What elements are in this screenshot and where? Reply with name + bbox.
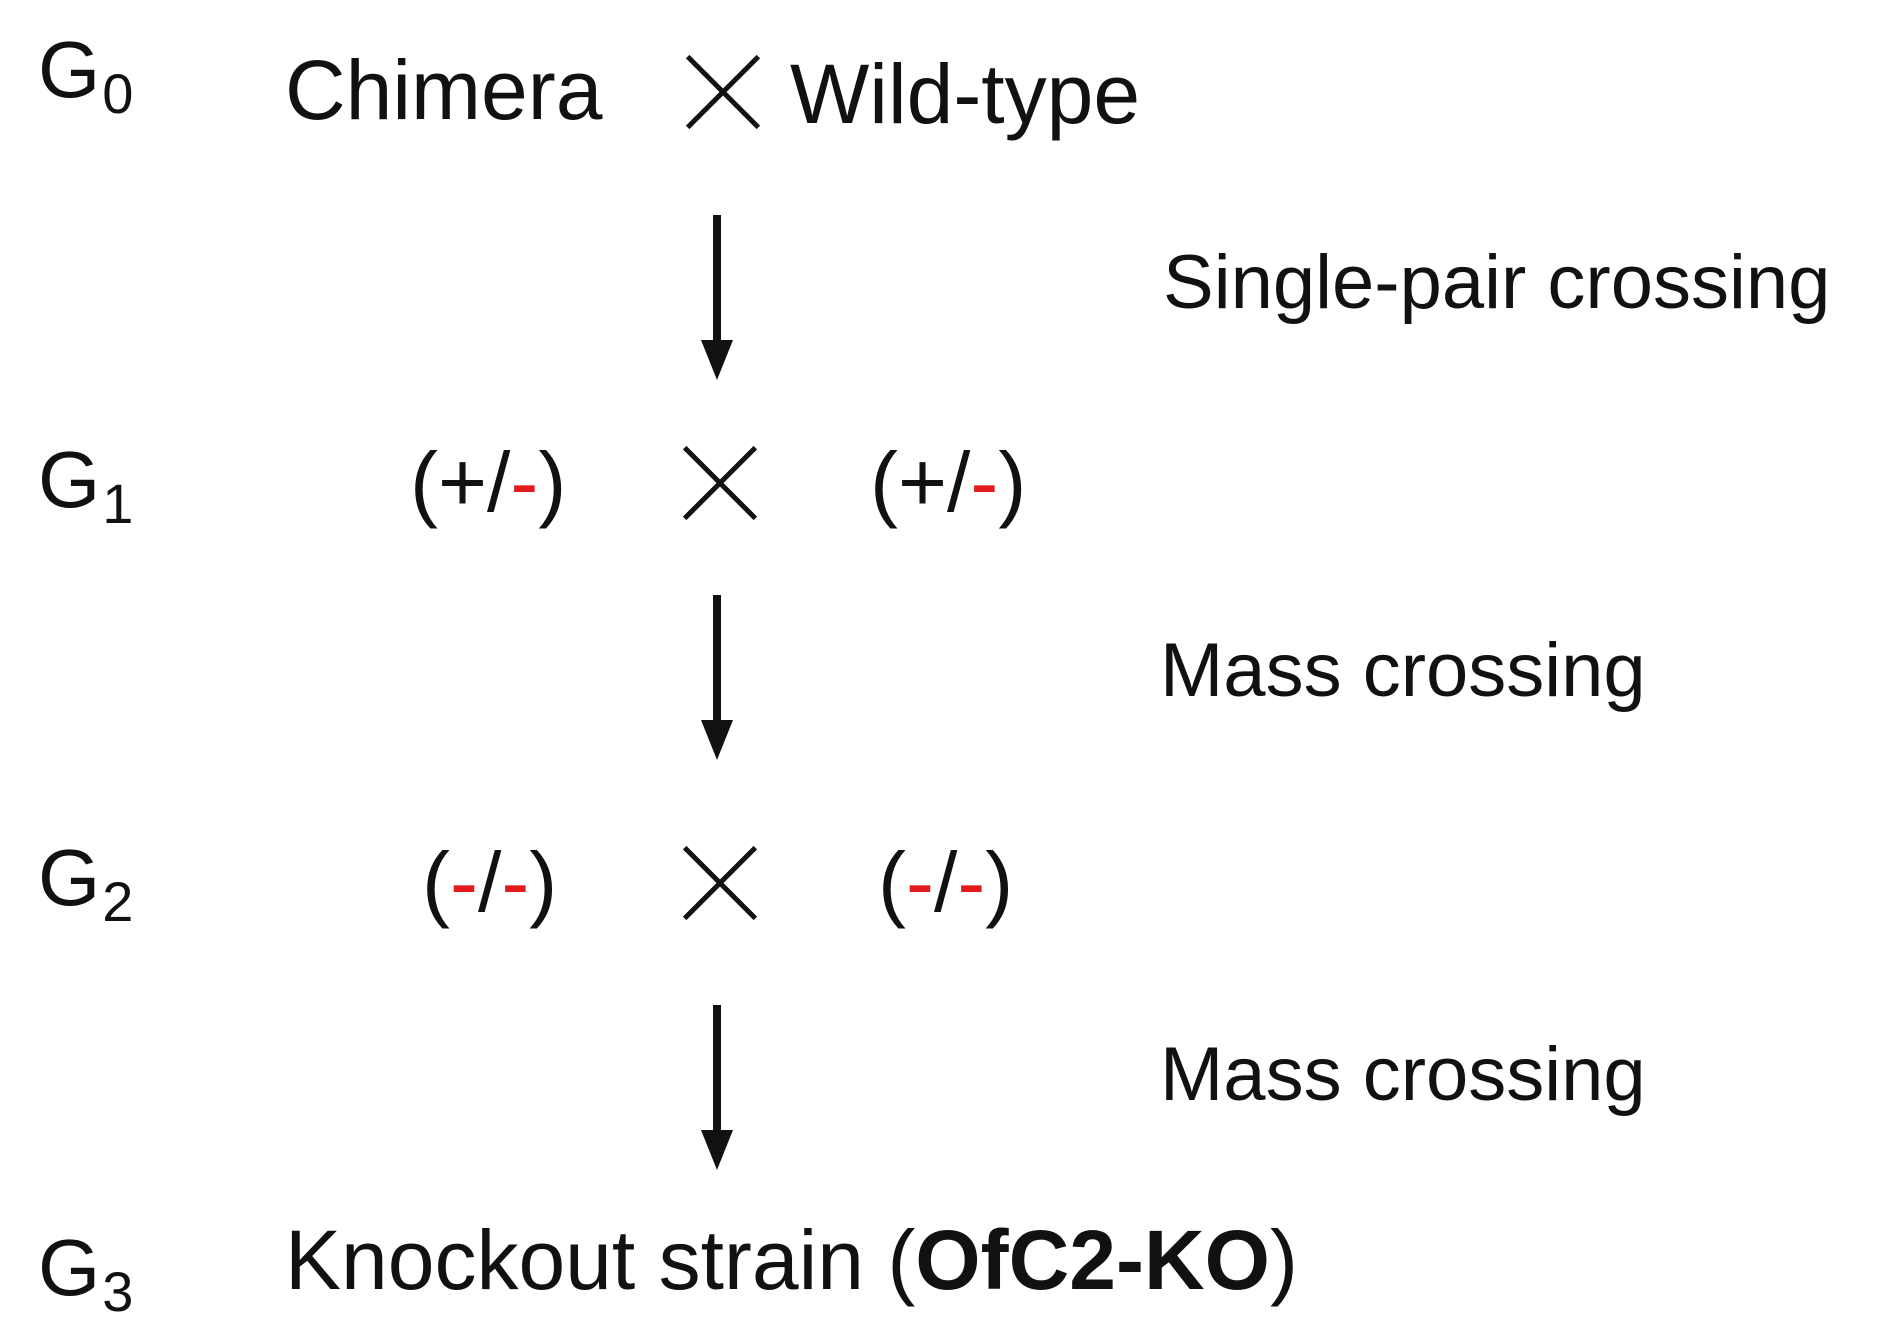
generation-letter: G — [38, 435, 101, 524]
genotype-part: ) — [998, 435, 1027, 529]
genotype-part: ) — [538, 435, 567, 529]
mutant-allele: - — [501, 835, 530, 929]
mutant-allele: - — [970, 435, 999, 529]
genotype-part: / — [477, 835, 502, 929]
generation-subscript: 1 — [102, 472, 134, 535]
cross-symbol — [680, 843, 760, 923]
down-arrow-3 — [701, 1005, 733, 1170]
genotype-part: (+/ — [870, 435, 971, 529]
knockout-strain-label: Knockout strain (OfC2-KO) — [285, 1218, 1298, 1302]
cross-symbol — [680, 443, 760, 523]
cross-symbol — [683, 52, 763, 132]
genotype-g1-left: (+/-) — [410, 440, 566, 524]
genotype-part: ( — [878, 835, 906, 929]
step-label-single-pair: Single-pair crossing — [1163, 240, 1831, 325]
generation-letter: G — [38, 25, 101, 114]
generation-label-g1: G1 — [38, 440, 133, 532]
generation-label-g0: G0 — [38, 30, 133, 122]
step-label-mass-crossing-1: Mass crossing — [1160, 628, 1646, 713]
generation-letter: G — [38, 1223, 101, 1312]
mutant-allele: - — [957, 835, 986, 929]
chimera-label: Chimera — [285, 43, 603, 137]
mutant-allele: - — [449, 835, 478, 929]
genotype-g2-right: (-/-) — [878, 840, 1013, 924]
generation-label-g2: G2 — [38, 838, 133, 930]
generation-subscript: 0 — [102, 62, 134, 125]
knockout-text: Knockout strain ( — [285, 1213, 916, 1307]
mutant-allele: - — [510, 435, 539, 529]
strain-name: OfC2-KO — [915, 1213, 1270, 1307]
genotype-part: ) — [985, 835, 1014, 929]
step-label-mass-crossing-2: Mass crossing — [1160, 1032, 1646, 1117]
generation-letter: G — [38, 833, 101, 922]
genotype-part: (+/ — [410, 435, 511, 529]
generation-subscript: 2 — [102, 870, 134, 933]
genotype-g2-left: (-/-) — [422, 840, 557, 924]
generation-label-g3: G3 — [38, 1228, 133, 1320]
mutant-allele: - — [905, 835, 934, 929]
knockout-text-close: ) — [1269, 1213, 1298, 1307]
genotype-g1-right: (+/-) — [870, 440, 1026, 524]
down-arrow-2 — [701, 595, 733, 760]
generation-subscript: 3 — [102, 1260, 134, 1323]
genotype-part: / — [933, 835, 958, 929]
genotype-part: ) — [529, 835, 558, 929]
wild-type-label: Wild-type — [790, 47, 1141, 141]
genotype-part: ( — [422, 835, 450, 929]
down-arrow-1 — [701, 215, 733, 380]
